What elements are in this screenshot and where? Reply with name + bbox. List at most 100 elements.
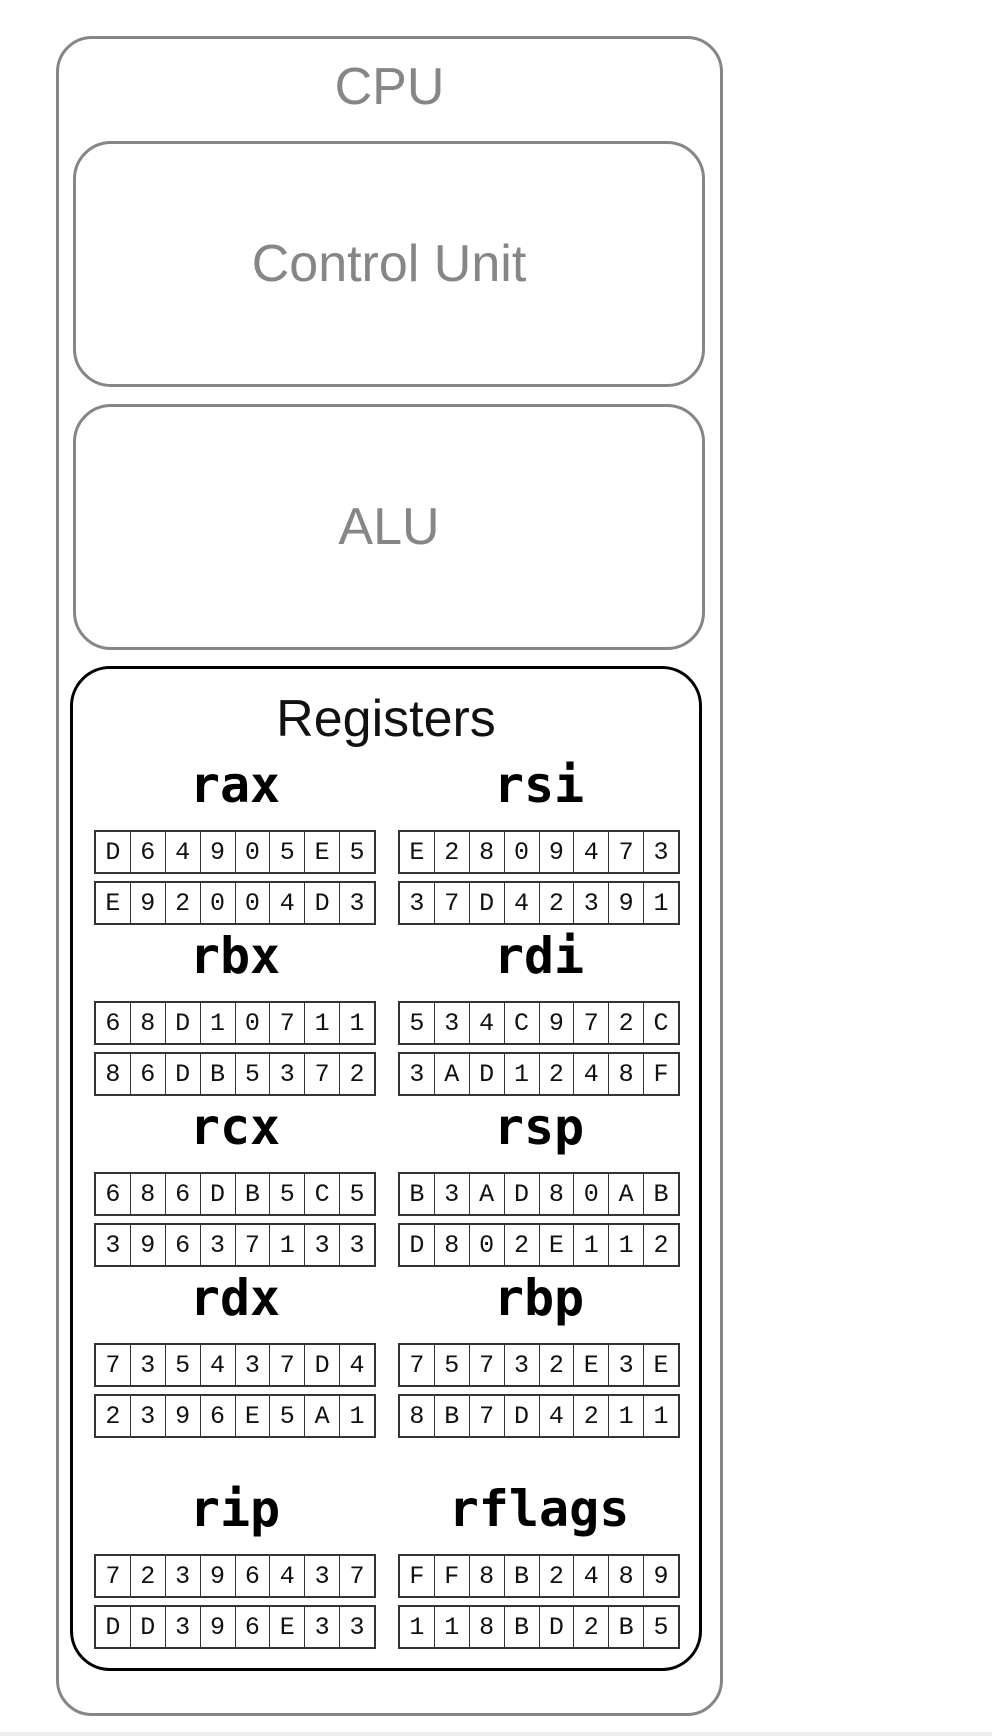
hex-digit-cell: B xyxy=(503,1556,539,1596)
control-unit-label: Control Unit xyxy=(251,235,527,293)
hex-digit-cell: 7 xyxy=(105,1350,121,1380)
hex-digit-cell: D xyxy=(304,883,339,923)
hex-digit-cell: 4 xyxy=(269,883,304,923)
hex-digit-cell: 4 xyxy=(538,1396,574,1436)
hex-digit-cell: D xyxy=(409,1230,425,1260)
hex-digit-cell: B xyxy=(409,1179,425,1209)
hex-digit-cell: 9 xyxy=(608,883,643,923)
hex-digit-cell: 7 xyxy=(269,1345,304,1385)
hex-digit-cell: 7 xyxy=(339,1556,374,1596)
hex-digit-cell: 2 xyxy=(105,1401,121,1431)
hex-digit-cell: 2 xyxy=(503,1225,539,1265)
hex-digit-cell: 7 xyxy=(409,1350,425,1380)
hex-digit-cell: E xyxy=(643,1345,678,1385)
hex-digit-cell: 3 xyxy=(304,1225,339,1265)
hex-digit-cell: 5 xyxy=(164,1345,200,1385)
hex-digit-cell: F xyxy=(643,1054,678,1094)
hex-digit-cell: 6 xyxy=(164,1174,200,1214)
hex-digit-cell: E xyxy=(269,1607,304,1647)
hex-digit-cell: D xyxy=(129,1607,165,1647)
hex-digit-cell: 3 xyxy=(105,1230,121,1260)
hex-digit-cell: 2 xyxy=(573,1396,608,1436)
hex-digit-cell: 6 xyxy=(105,1179,121,1209)
hex-digit-cell: 9 xyxy=(199,1556,235,1596)
hex-digit-cell: D xyxy=(199,1174,235,1214)
hex-digit-cell: C xyxy=(643,1003,678,1043)
hex-digit-cell: 3 xyxy=(304,1556,339,1596)
hex-digit-cell: 7 xyxy=(105,1561,121,1591)
hex-digit-cell: 9 xyxy=(199,1607,235,1647)
hex-digit-cell: 0 xyxy=(468,1225,504,1265)
register-name: rdi xyxy=(493,927,585,985)
hex-digit-cell: 9 xyxy=(643,1556,678,1596)
hex-digit-cell: E xyxy=(304,832,339,872)
hex-digit-cell: 1 xyxy=(608,1396,643,1436)
hex-digit-cell: 4 xyxy=(269,1556,304,1596)
hex-digit-cell: 9 xyxy=(199,832,235,872)
hex-digit-cell: 1 xyxy=(643,1396,678,1436)
hex-digit-cell: 4 xyxy=(503,883,539,923)
alu-box: ALU xyxy=(73,404,705,650)
hex-digit-cell: 8 xyxy=(468,1556,504,1596)
hex-digit-cell: 6 xyxy=(129,1054,165,1094)
hex-digit-cell: 0 xyxy=(234,1003,270,1043)
hex-digit-cell: 5 xyxy=(234,1054,270,1094)
hex-digit-cell: 1 xyxy=(643,883,678,923)
hex-digit-cell: 6 xyxy=(105,1008,121,1038)
hex-digit-cell: 4 xyxy=(199,1345,235,1385)
hex-digit-cell: 7 xyxy=(468,1345,504,1385)
hex-digit-cell: 8 xyxy=(409,1401,425,1431)
hex-digit-cell: 1 xyxy=(339,1396,374,1436)
hex-digit-cell: 6 xyxy=(199,1396,235,1436)
hex-digit-cell: A xyxy=(304,1396,339,1436)
hex-digit-cell: 2 xyxy=(538,1054,574,1094)
hex-digit-cell: 5 xyxy=(433,1345,469,1385)
hex-digit-cell: 3 xyxy=(608,1345,643,1385)
hex-digit-cell: 6 xyxy=(234,1607,270,1647)
hex-digit-cell: 2 xyxy=(164,883,200,923)
hex-digit-cell: 6 xyxy=(129,832,165,872)
hex-digit-cell: 1 xyxy=(199,1003,235,1043)
hex-digit-cell: C xyxy=(304,1174,339,1214)
hex-digit-cell: 3 xyxy=(339,1607,374,1647)
hex-digit-cell: B xyxy=(234,1174,270,1214)
hex-digit-cell: 2 xyxy=(608,1003,643,1043)
hex-digit-cell: 9 xyxy=(538,832,574,872)
hex-digit-cell: 9 xyxy=(129,883,165,923)
hex-digit-cell: 7 xyxy=(304,1054,339,1094)
hex-digit-cell: 8 xyxy=(129,1003,165,1043)
hex-digit-cell: 8 xyxy=(608,1556,643,1596)
hex-digit-cell: 3 xyxy=(269,1054,304,1094)
hex-digit-cell: D xyxy=(105,837,121,867)
hex-digit-cell: 3 xyxy=(129,1345,165,1385)
hex-digit-cell: A xyxy=(433,1054,469,1094)
hex-digit-cell: 5 xyxy=(269,1396,304,1436)
hex-digit-cell: E xyxy=(573,1345,608,1385)
hex-digit-cell: 3 xyxy=(409,1059,425,1089)
hex-digit-cell: 3 xyxy=(433,1003,469,1043)
hex-digit-cell: 5 xyxy=(339,832,374,872)
hex-digit-cell: A xyxy=(468,1174,504,1214)
register-name: rsi xyxy=(493,756,585,814)
hex-digit-cell: 0 xyxy=(503,832,539,872)
hex-digit-cell: 1 xyxy=(573,1225,608,1265)
hex-digit-cell: 4 xyxy=(468,1003,504,1043)
bottom-edge xyxy=(0,1732,992,1736)
hex-digit-cell: 7 xyxy=(573,1003,608,1043)
